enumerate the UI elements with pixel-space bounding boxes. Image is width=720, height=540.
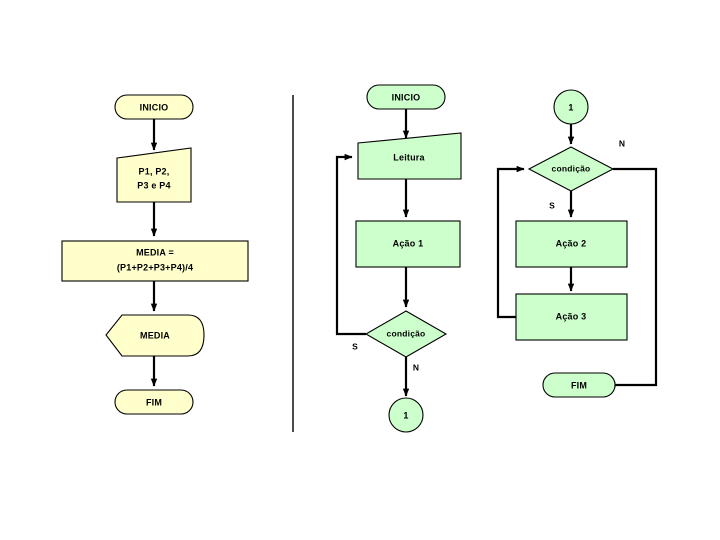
input-shape xyxy=(357,132,462,180)
node-label: Leitura xyxy=(393,152,425,162)
edge-label-n: N xyxy=(619,138,625,148)
node-label: MEDIA xyxy=(140,330,170,340)
node-label: Ação 3 xyxy=(556,311,587,321)
edge-label-s: S xyxy=(549,200,555,210)
node-l-fim[interactable]: FIM xyxy=(114,389,194,415)
connector-shape xyxy=(388,397,424,433)
terminator-shape xyxy=(114,389,194,415)
node-label: 1 xyxy=(568,102,573,112)
node-m-leitura[interactable]: Leitura xyxy=(357,132,462,180)
node-l-processo[interactable]: MEDIA = (P1+P2+P3+P4)/4 xyxy=(61,240,249,282)
process-shape xyxy=(515,293,628,341)
process-shape xyxy=(355,220,461,268)
display-shape xyxy=(105,314,205,357)
node-label-line2: P3 e P4 xyxy=(137,180,170,190)
process-shape xyxy=(515,220,628,268)
exit-edge xyxy=(607,167,658,389)
node-r-fim[interactable]: FIM xyxy=(542,372,616,398)
node-m-acao1[interactable]: Ação 1 xyxy=(355,220,461,268)
node-label: 1 xyxy=(403,410,408,420)
node-r-condicao[interactable]: condição xyxy=(527,146,615,192)
left-flowchart-group: INICIO P1, P2, P3 e P4 MEDIA = (P1+P2+P3… xyxy=(61,94,249,415)
node-label: INICIO xyxy=(392,92,421,102)
node-l-entrada[interactable]: P1, P2, P3 e P4 xyxy=(116,147,192,203)
node-label: condição xyxy=(387,328,426,338)
node-label-line1: P1, P2, xyxy=(139,166,170,176)
node-l-inicio[interactable]: INICIO xyxy=(114,94,194,120)
node-m-inicio[interactable]: INICIO xyxy=(366,84,446,110)
edge-label-s: S xyxy=(352,341,358,351)
node-r-conector[interactable]: 1 xyxy=(553,89,589,125)
node-l-saida[interactable]: MEDIA xyxy=(105,314,205,357)
node-label: Ação 1 xyxy=(393,238,424,248)
node-m-condicao[interactable]: condição xyxy=(364,310,448,358)
middle-flowchart-group: INICIO Leitura Ação 1 condição xyxy=(335,84,462,433)
terminator-shape xyxy=(542,372,616,398)
node-label: FIM xyxy=(571,380,587,390)
node-label: condição xyxy=(552,163,591,173)
edge-label-n: N xyxy=(413,362,419,372)
right-flowchart-group: 1 condição N S Ação 2 Açã xyxy=(496,89,658,398)
node-label: FIM xyxy=(146,397,162,407)
node-label-line1: MEDIA = xyxy=(136,247,174,257)
node-label: INICIO xyxy=(140,102,169,112)
input-shape xyxy=(116,147,192,203)
node-m-conector[interactable]: 1 xyxy=(388,397,424,433)
node-r-acao3[interactable]: Ação 3 xyxy=(515,293,628,341)
feedback-loop-edge xyxy=(335,153,366,336)
loop-back-edge xyxy=(496,165,525,319)
node-label: Ação 2 xyxy=(556,238,587,248)
node-r-acao2[interactable]: Ação 2 xyxy=(515,220,628,268)
process-shape xyxy=(61,240,249,282)
node-label-line2: (P1+P2+P3+P4)/4 xyxy=(117,262,193,272)
